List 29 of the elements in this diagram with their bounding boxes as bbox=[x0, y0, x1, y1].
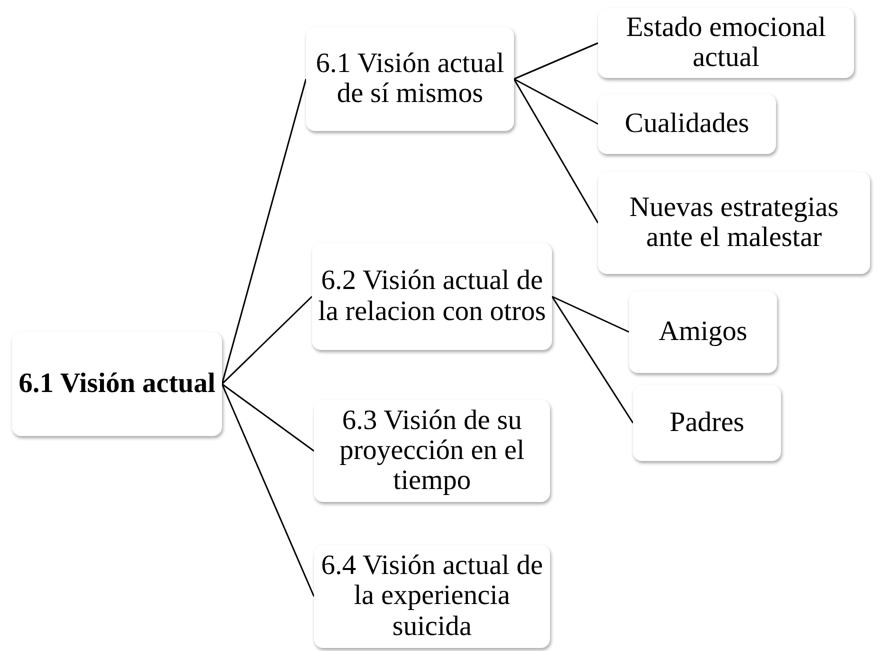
connector-line bbox=[221, 384, 315, 597]
node-text: 6.4 Visión actual de la experiencia suicida bbox=[320, 551, 544, 642]
node-text: Padres bbox=[670, 408, 744, 438]
connector-line bbox=[221, 296, 313, 385]
node-text: Nuevas estrategias ante el malestar bbox=[628, 192, 840, 254]
topic-box bbox=[314, 545, 550, 648]
node-text: Cualidades bbox=[624, 108, 750, 140]
connector-line bbox=[221, 78, 307, 384]
connector-line bbox=[222, 383, 314, 452]
node-text: 6.1 Visión actual de sí mismos bbox=[314, 48, 506, 110]
connector-line bbox=[552, 296, 630, 333]
topic-box bbox=[629, 291, 777, 373]
node-text: 6.1 Visión actual bbox=[18, 368, 216, 400]
node-text: 6.3 Visión de su proyección en el tiempo bbox=[338, 406, 526, 496]
topic-box bbox=[598, 8, 854, 78]
connector-line bbox=[513, 78, 599, 224]
node-text: Amigos bbox=[658, 316, 748, 348]
topic-box bbox=[633, 385, 781, 461]
connector-line bbox=[514, 78, 598, 125]
topic-box bbox=[598, 172, 870, 274]
node-text: 6.2 Visión actual de la relacion con otros bbox=[318, 266, 546, 327]
connector-line bbox=[514, 42, 598, 80]
root-box bbox=[12, 332, 222, 436]
connector-line bbox=[551, 296, 634, 424]
topic-box bbox=[306, 27, 514, 131]
topic-box bbox=[312, 243, 552, 350]
topic-box bbox=[314, 400, 550, 502]
node-text: Estado emocional actual bbox=[625, 12, 827, 74]
topic-box bbox=[598, 94, 776, 154]
